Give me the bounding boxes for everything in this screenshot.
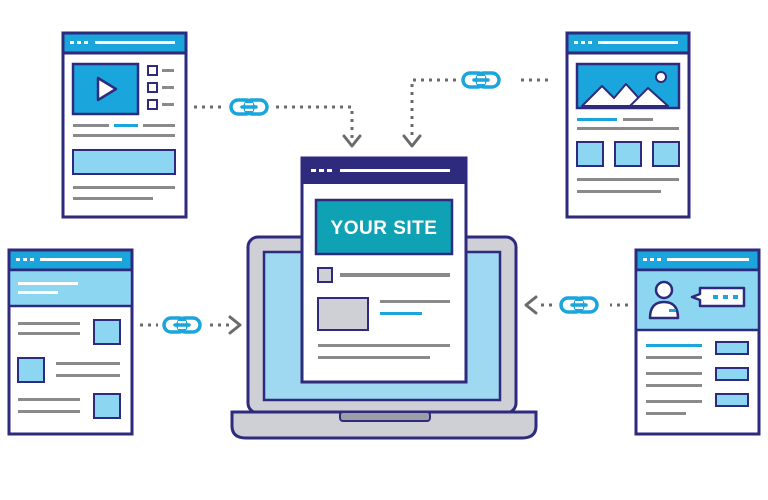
backlink-page-image (565, 31, 691, 219)
chain-link-icon (559, 296, 599, 314)
backlink-page-video (61, 31, 188, 219)
backlink-connector-mid-right (524, 295, 628, 315)
arrow-icon (228, 315, 242, 335)
your-site-page: YOUR SITE (300, 156, 468, 384)
arrow-icon (342, 134, 362, 148)
play-icon (96, 76, 118, 102)
backlink-page-article (7, 248, 134, 436)
backlink-connector-mid-left (140, 315, 242, 335)
backlink-connector-top-left (194, 98, 362, 148)
arrow-icon (402, 134, 422, 148)
mountain-image-icon (575, 62, 681, 110)
window-dots (311, 169, 332, 172)
chain-link-icon (229, 98, 269, 116)
backlink-connector-top-right (402, 71, 548, 148)
your-site-label: YOUR SITE (331, 218, 438, 239)
user-avatar-icon (648, 280, 680, 320)
chain-link-icon (461, 71, 501, 89)
backlink-page-profile (634, 248, 761, 436)
arrow-icon (524, 295, 538, 315)
speech-bubble-icon (690, 286, 746, 308)
chain-link-icon (162, 316, 202, 334)
